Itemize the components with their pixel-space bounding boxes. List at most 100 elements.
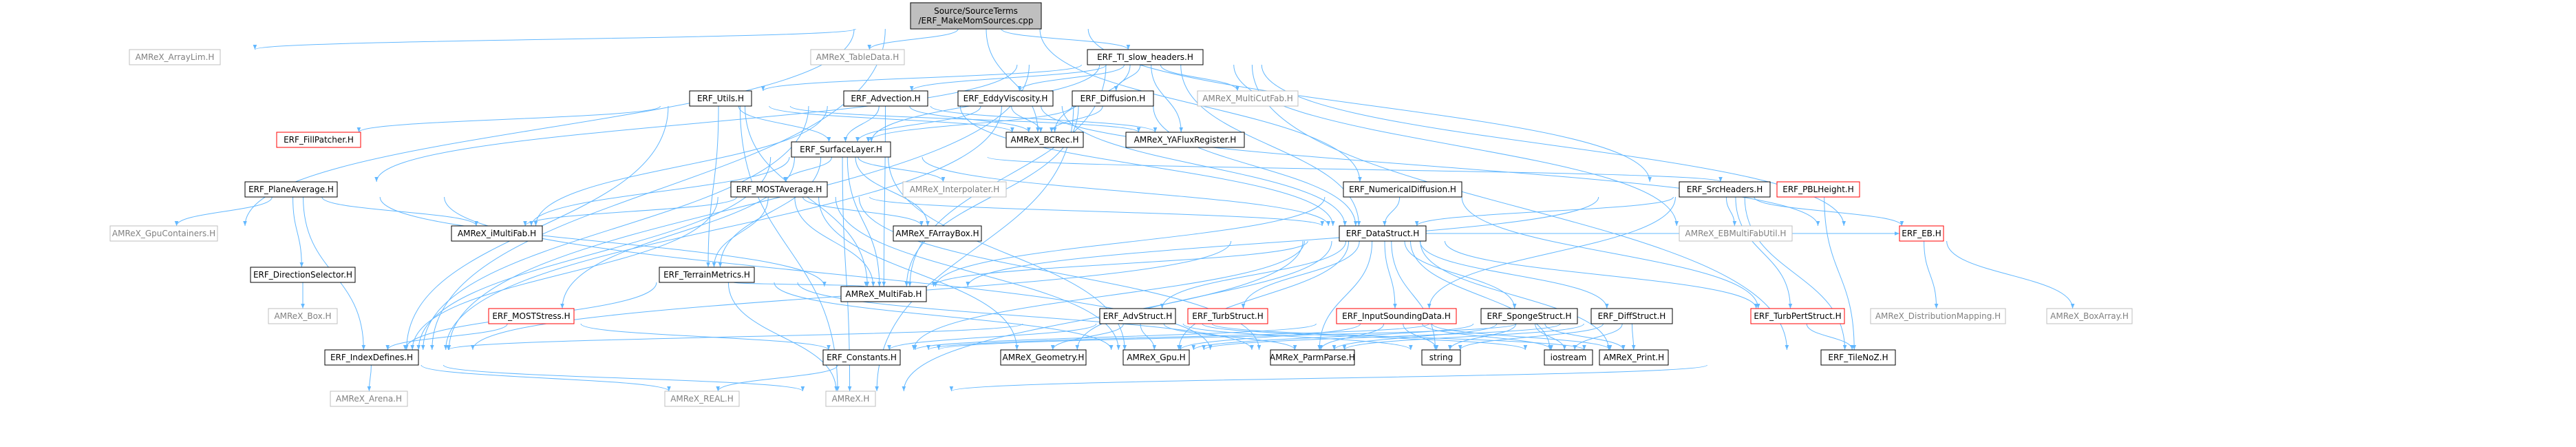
node-parmparse[interactable]: AMReX_ParmParse.H (1270, 349, 1355, 366)
node-ebmultifab[interactable]: AMReX_EBMultiFabUtil.H (1679, 225, 1793, 242)
node-tabledata[interactable]: AMReX_TableData.H (810, 49, 905, 65)
edge-datastruct-to-iostream (1410, 240, 1552, 351)
node-gpucontainers[interactable]: AMReX_GpuContainers.H (109, 225, 218, 242)
edge-datastruct-to-constants (911, 240, 1305, 351)
node-srcheaders[interactable]: ERF_SrcHeaders.H (1679, 181, 1771, 198)
node-box (1270, 349, 1355, 366)
node-string[interactable]: string (1421, 349, 1461, 366)
node-iostream[interactable]: iostream (1544, 349, 1593, 366)
node-multicutfab[interactable]: AMReX_MultiCutFab.H (1197, 90, 1299, 107)
node-fillpatcher[interactable]: ERF_FillPatcher.H (276, 132, 361, 148)
node-box (1072, 90, 1154, 107)
node-label: AMReX_EBMultiFabUtil.H (1685, 229, 1787, 238)
edge-srcheaders-to-inputsounding (1427, 196, 1676, 309)
node-label: ERF_Advection.H (851, 94, 920, 103)
node-terrainmetrics[interactable]: ERF_TerrainMetrics.H (659, 267, 755, 283)
node-box (840, 286, 927, 302)
node-real[interactable]: AMReX_REAL.H (664, 391, 740, 407)
node-indexdefines[interactable]: ERF_IndexDefines.H (324, 349, 419, 366)
node-farraybox[interactable]: AMReX_FArrayBox.H (893, 225, 982, 242)
node-label: string (1429, 353, 1453, 362)
edge-surfacelayer-to-farraybox (855, 156, 930, 227)
node-pblheight[interactable]: ERF_PBLHeight.H (1776, 181, 1860, 198)
node-boxarray[interactable]: AMReX_BoxArray.H (2046, 308, 2133, 324)
node-distmapping[interactable]: AMReX_DistributionMapping.H (1870, 308, 2006, 324)
node-bcrec[interactable]: AMReX_BCRec.H (1005, 132, 1084, 148)
node-label: ERF_TileNoZ.H (1828, 353, 1888, 362)
edge-surfacelayer-to-datastruct (922, 156, 1331, 227)
edge-indexdefines-to-amrex (443, 364, 805, 392)
node-label: ERF_TurbPertStruct.H (1754, 311, 1841, 321)
node-label: AMReX_FArrayBox.H (895, 229, 979, 238)
node-label: ERF_AdvStruct.H (1103, 311, 1173, 321)
edge-diffstruct-to-parmparse (1342, 323, 1584, 351)
node-yaflux[interactable]: AMReX_YAFluxRegister.H (1125, 132, 1245, 148)
node-inputsounding[interactable]: ERF_InputSoundingData.H (1336, 308, 1457, 324)
edge-diffusion-to-surfacelayer (866, 105, 1073, 143)
edge-mostavg-to-farraybox (802, 196, 924, 227)
node-advstruct[interactable]: ERF_AdvStruct.H (1099, 308, 1176, 324)
node-utils[interactable]: ERF_Utils.H (689, 90, 752, 107)
node-geometry[interactable]: AMReX_Geometry.H (1000, 349, 1087, 366)
node-moststress[interactable]: ERF_MOSTStress.H (488, 308, 575, 324)
edge-mostavg-to-parmparse (858, 196, 1262, 351)
node-turbstruct[interactable]: ERF_TurbStruct.H (1187, 308, 1268, 324)
node-box (1870, 308, 2006, 324)
edge-advstruct-to-string (1182, 323, 1413, 351)
node-box (488, 308, 575, 324)
edge-surfacelayer-to-terrainmetrics (718, 156, 822, 268)
node-datastruct[interactable]: ERF_DataStruct.H (1339, 225, 1427, 242)
node-imultifab[interactable]: AMReX_iMultiFab.H (451, 225, 543, 242)
node-box[interactable]: AMReX_Box.H (268, 308, 338, 324)
node-box (1087, 49, 1204, 65)
node-tislow[interactable]: ERF_TI_slow_headers.H (1087, 49, 1204, 65)
node-spongestruct[interactable]: ERF_SpongeStruct.H (1480, 308, 1578, 324)
node-numdiff[interactable]: ERF_NumericalDiffusion.H (1343, 181, 1462, 198)
node-box (1099, 308, 1176, 324)
node-eb[interactable]: ERF_EB.H (1899, 225, 1944, 242)
node-interpolater[interactable]: AMReX_Interpolater.H (902, 181, 1007, 198)
node-box (910, 2, 1042, 30)
node-surfacelayer[interactable]: ERF_SurfaceLayer.H (791, 141, 891, 158)
node-box (1187, 308, 1268, 324)
node-label: AMReX_iMultiFab.H (458, 229, 536, 238)
node-box (957, 90, 1054, 107)
node-constants[interactable]: ERF_Constants.H (822, 349, 901, 366)
edge-terrainmetrics-to-amrex (727, 282, 838, 392)
edge-datastruct-to-spongestruct (1404, 240, 1517, 309)
node-diffusion[interactable]: ERF_Diffusion.H (1072, 90, 1154, 107)
node-turbpert[interactable]: ERF_TurbPertStruct.H (1750, 308, 1845, 324)
node-arraylim[interactable]: AMReX_ArrayLim.H (129, 49, 221, 65)
edge-spongestruct-to-constants (926, 323, 1429, 351)
node-label: ERF_Diffusion.H (1081, 94, 1146, 103)
edge-utils-to-bcrec (769, 105, 1014, 133)
edge-tislow-to-advection (910, 64, 1107, 92)
node-tilenoz[interactable]: ERF_TileNoZ.H (1820, 349, 1896, 366)
node-label: AMReX_ArrayLim.H (136, 52, 215, 62)
node-amrex[interactable]: AMReX.H (825, 391, 876, 407)
node-dirselector[interactable]: ERF_DirectionSelector.H (250, 267, 356, 283)
edge-indexdefines-to-real (421, 364, 671, 392)
edge-advstruct-to-iostream (1202, 323, 1528, 351)
node-advection[interactable]: ERF_Advection.H (843, 90, 928, 107)
edge-advstruct-to-gpu (1140, 323, 1157, 351)
node-box (1899, 225, 1944, 242)
node-root[interactable]: Source/SourceTerms/ERF_MakeMomSources.cp… (910, 2, 1042, 30)
edge-diffusion-to-datastruct (1153, 105, 1358, 227)
node-diffstruct[interactable]: ERF_DiffStruct.H (1590, 308, 1673, 324)
edge-inputsounding-to-string (1403, 323, 1439, 351)
edge-diffstruct-to-gpu (1202, 323, 1561, 351)
edge-datastruct-to-advstruct (1160, 240, 1347, 309)
edge-utils-to-yaflux (789, 105, 1141, 133)
node-multifab[interactable]: AMReX_MultiFab.H (840, 286, 927, 302)
node-planeavg[interactable]: ERF_PlaneAverage.H (244, 181, 338, 198)
edge-advection-to-yaflux (930, 105, 1158, 133)
node-box (109, 225, 218, 242)
node-mostavg[interactable]: ERF_MOSTAverage.H (730, 181, 828, 198)
node-arena[interactable]: AMReX_Arena.H (330, 391, 408, 407)
edge-spongestruct-to-iostream (1535, 323, 1567, 351)
node-eddyvisc[interactable]: ERF_EddyViscosity.H (957, 90, 1054, 107)
node-box (1421, 349, 1461, 366)
node-print[interactable]: AMReX_Print.H (1599, 349, 1669, 366)
node-gpu[interactable]: AMReX_Gpu.H (1122, 349, 1190, 366)
